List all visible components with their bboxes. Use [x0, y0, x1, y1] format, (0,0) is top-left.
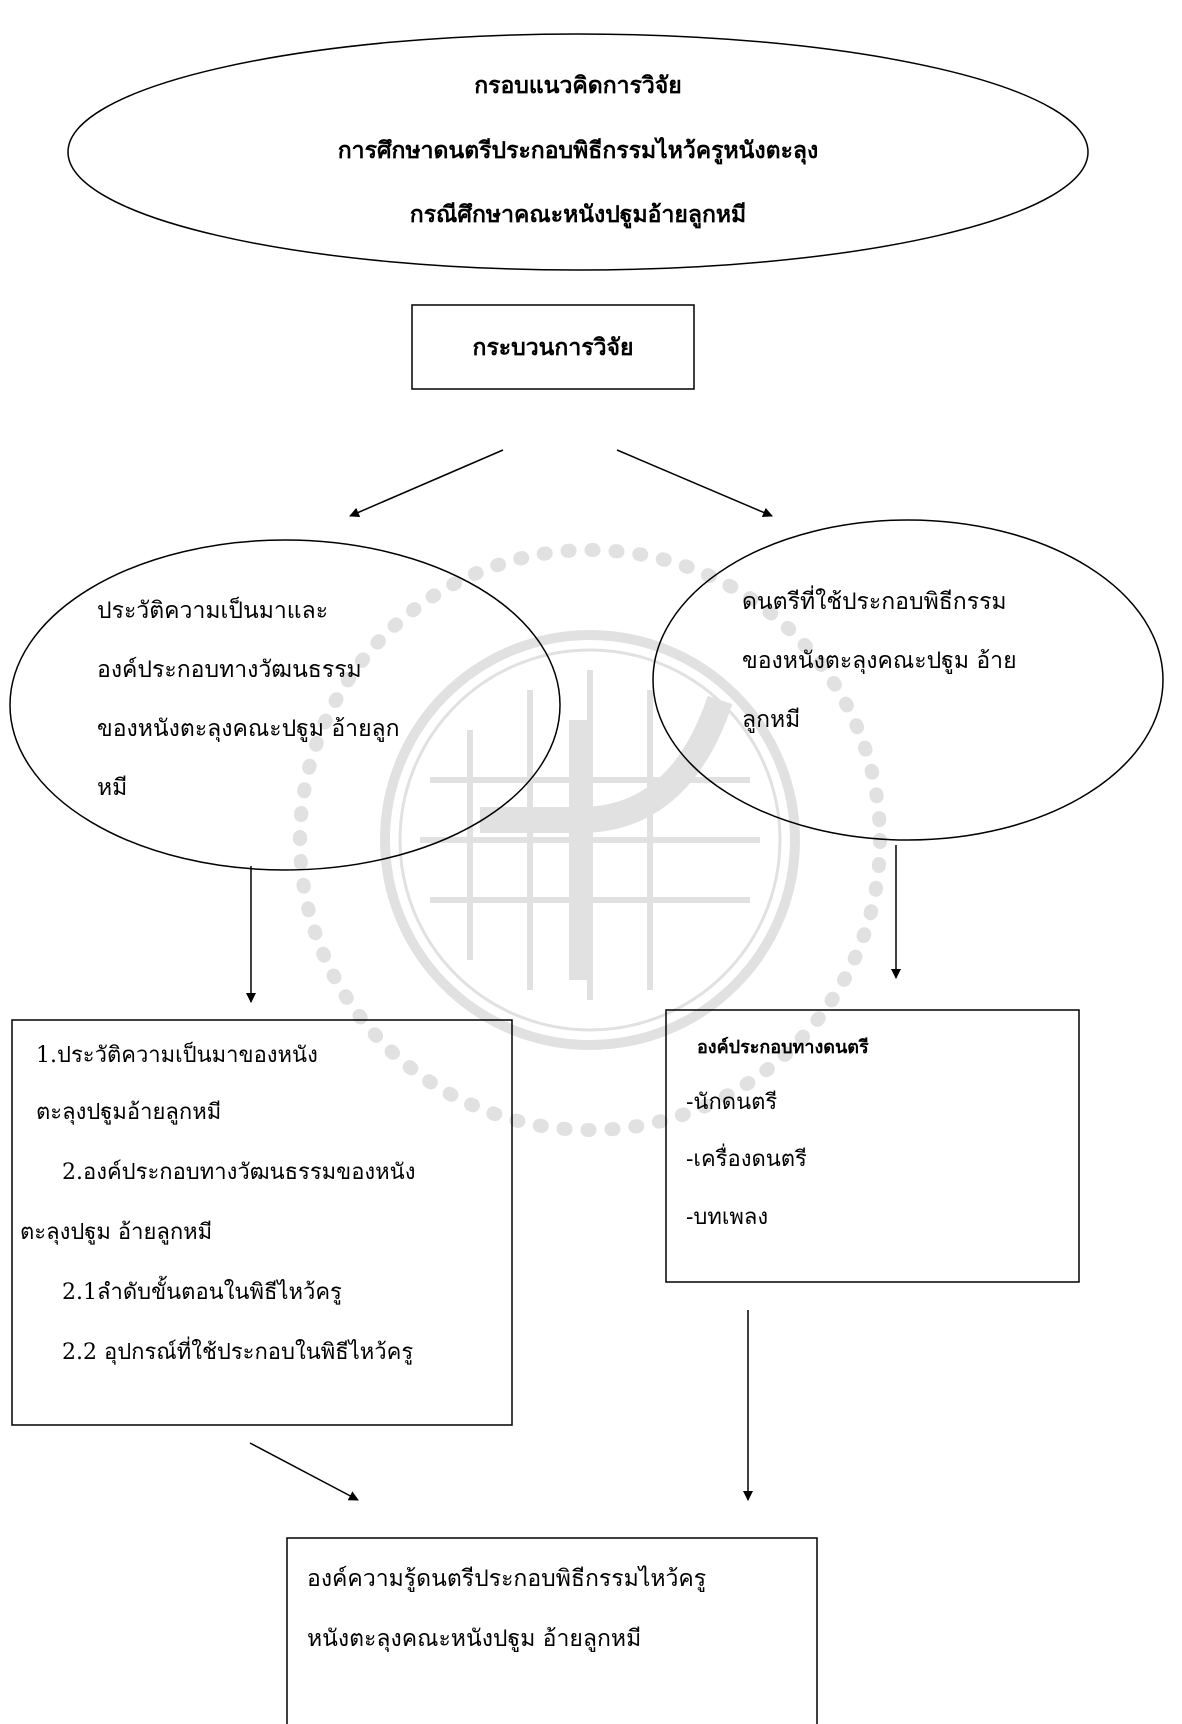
- university-seal-watermark: [293, 543, 887, 1137]
- right-oval-line-3: ลูกหมี: [742, 707, 801, 733]
- right-oval: [652, 519, 1164, 841]
- left-oval-line-3: ของหนังตะลุงคณะปฐูม อ้ายลูก: [97, 716, 400, 742]
- bottom-box: [286, 1537, 818, 1724]
- left-box-line-4: ตะลุงปฐูม อ้ายลูกหมี: [20, 1220, 213, 1245]
- left-oval-line-4: หมี: [97, 775, 128, 801]
- left-box-line-2: ตะลุงปฐูมอ้ายลูกหมี: [36, 1100, 222, 1125]
- title-line-3: กรณีศึกษาคณะหนังปฐูมอ้ายลูกหมี: [409, 201, 747, 228]
- arrow-left-box-to-bottom: [249, 1442, 359, 1501]
- left-oval-line-2: องค์ประกอบทางวัฒนธรรม: [97, 657, 362, 683]
- right-box-heading: องค์ประกอบทางดนตรี: [697, 1037, 869, 1058]
- title-oval: [67, 33, 1089, 271]
- left-box: [11, 1019, 513, 1426]
- left-oval: [9, 539, 561, 871]
- left-box-line-1: 1.ประวัติความเป็นมาของหนัง: [36, 1043, 318, 1068]
- left-box-line-5: 2.1ลำดับขั้นตอนในพิธีไหว้ครู: [62, 1280, 342, 1305]
- title-line-1: กรอบแนวคิดการวิจัย: [474, 72, 682, 99]
- right-box-item-3: -บทเพลง: [686, 1205, 769, 1230]
- right-box-item-2: -เครื่องดนตรี: [686, 1147, 807, 1172]
- arrow-to-right-oval: [616, 449, 773, 518]
- right-oval-line-1: ดนตรีที่ใช้ประกอบพิธีกรรม: [742, 589, 1007, 615]
- process-box: [411, 304, 695, 390]
- title-line-2: การศึกษาดนตรีประกอบพิธีกรรมไหว้ครูหนังตะ…: [337, 137, 819, 164]
- right-box-item-1: -นักดนตรี: [686, 1090, 778, 1115]
- bottom-box-line-2: หนังตะลุงคณะหนังปฐูม อ้ายลูกหมี: [307, 1626, 642, 1652]
- left-box-line-3: 2.องค์ประกอบทางวัฒนธรรมของหนัง: [62, 1160, 416, 1185]
- arrow-to-left-oval: [349, 449, 504, 518]
- right-oval-line-2: ของหนังตะลุงคณะปฐูม อ้าย: [742, 648, 1017, 674]
- left-oval-line-1: ประวัติความเป็นมาและ: [97, 598, 329, 624]
- left-box-line-6: 2.2 อุปกรณ์ที่ใช้ประกอบในพิธีไหว้ครู: [62, 1340, 414, 1365]
- process-box-label: กระบวนการวิจัย: [472, 334, 634, 361]
- bottom-box-line-1: องค์ความรู้ดนตรีประกอบพิธีกรรมไหว้ครู: [307, 1566, 707, 1592]
- right-box: [665, 1009, 1080, 1283]
